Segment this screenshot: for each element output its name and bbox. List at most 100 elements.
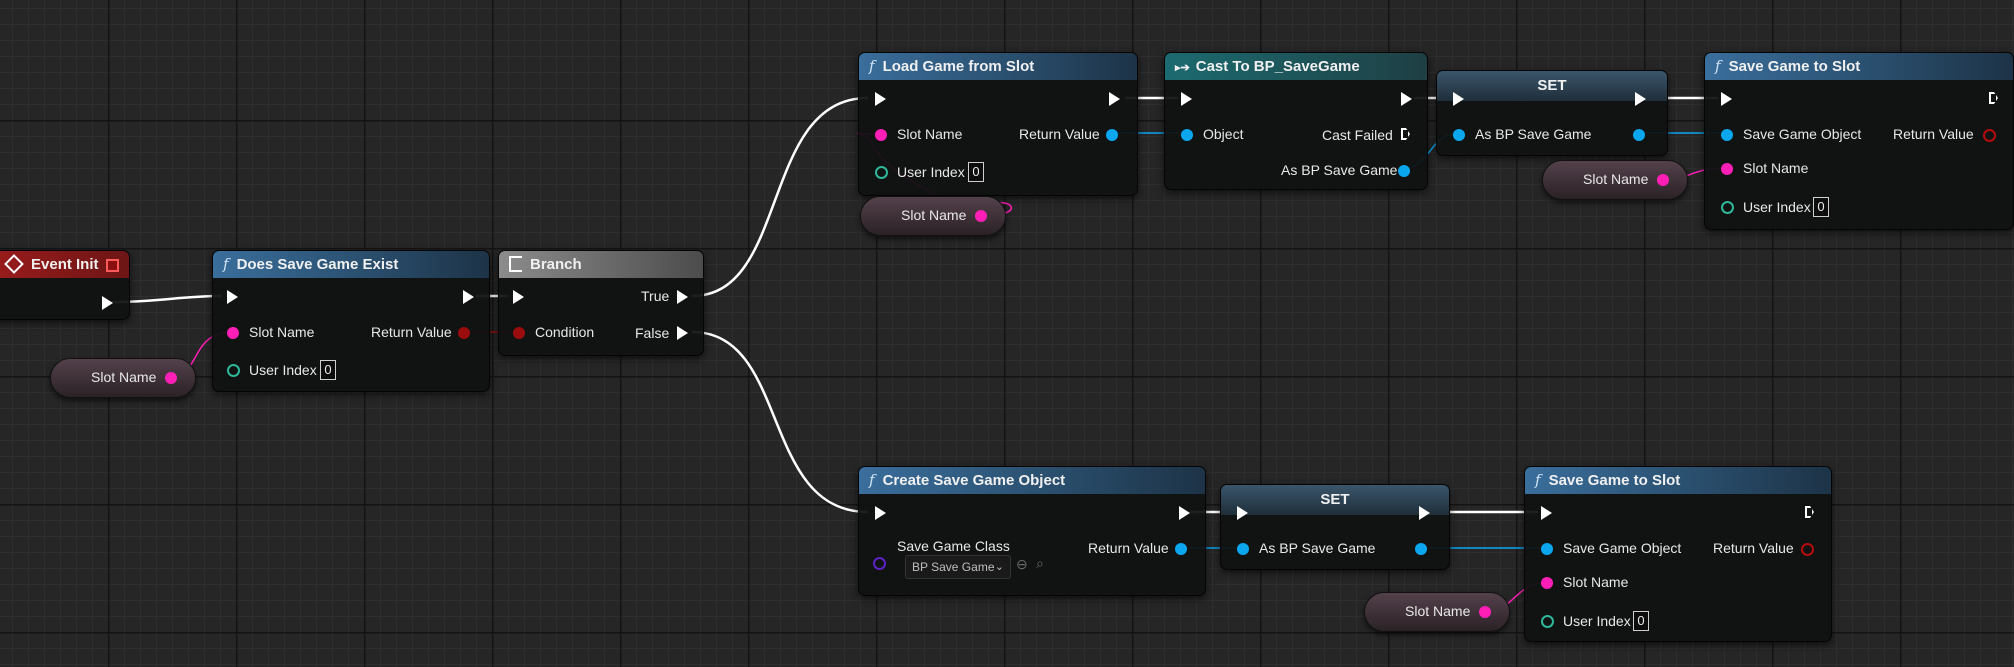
- return-value-pin[interactable]: [1106, 129, 1118, 141]
- function-icon: f: [1535, 471, 1541, 489]
- return-value-pin[interactable]: [1175, 543, 1187, 555]
- branch-icon: [509, 255, 522, 272]
- false-label: False: [635, 325, 670, 341]
- slot-name-variable[interactable]: Slot Name: [860, 196, 1006, 236]
- exec-wire: [691, 330, 869, 514]
- exec-out-pin[interactable]: [102, 296, 113, 310]
- exec-out-pin[interactable]: [1179, 506, 1190, 520]
- exec-out-pin[interactable]: [463, 290, 474, 304]
- user-index-label: User Index: [897, 164, 965, 180]
- node-title: Cast To BP_SaveGame: [1195, 58, 1360, 75]
- return-value-label: Return Value: [1019, 126, 1100, 142]
- user-index-pin[interactable]: [1541, 615, 1554, 628]
- exec-in-pin[interactable]: [1453, 92, 1464, 106]
- save-game-object-pin[interactable]: [1541, 543, 1553, 555]
- user-index-label: User Index: [1743, 199, 1811, 215]
- slot-name-out-pin[interactable]: [165, 372, 177, 384]
- return-value-pin[interactable]: [458, 327, 470, 339]
- false-exec-pin[interactable]: [677, 326, 688, 340]
- user-index-input[interactable]: 0: [320, 360, 336, 380]
- slot-name-out-pin[interactable]: [1479, 606, 1491, 618]
- exec-in-pin[interactable]: [513, 290, 524, 304]
- exec-in-pin[interactable]: [1237, 506, 1248, 520]
- slot-name-in-pin[interactable]: [1721, 163, 1733, 175]
- object-in-pin[interactable]: [1181, 129, 1193, 141]
- as-bp-save-game-out-pin[interactable]: [1633, 129, 1645, 141]
- slot-name-variable[interactable]: Slot Name: [1364, 592, 1510, 632]
- exec-in-pin[interactable]: [875, 92, 886, 106]
- as-bp-save-game-out-pin[interactable]: [1415, 543, 1427, 555]
- user-index-label: User Index: [249, 362, 317, 378]
- true-exec-pin[interactable]: [677, 290, 688, 304]
- exec-out-pin[interactable]: [1989, 92, 1998, 104]
- slot-name-label: Slot Name: [1743, 160, 1809, 176]
- node-title: Create Save Game Object: [882, 472, 1066, 489]
- set-variable-node[interactable]: SET As BP Save Game: [1436, 70, 1668, 156]
- exec-out-pin[interactable]: [1635, 92, 1646, 106]
- branch-node[interactable]: Branch True Condition False: [498, 250, 704, 356]
- save-game-class-dropdown[interactable]: BP Save Game ⌄: [905, 555, 1011, 579]
- event-delegate-icon[interactable]: [106, 259, 119, 272]
- save-game-class-pin[interactable]: [873, 557, 886, 570]
- as-bp-save-game-label: As BP Save Game: [1475, 126, 1592, 142]
- user-index-pin[interactable]: [227, 364, 240, 377]
- chevron-down-icon: ⌄: [994, 561, 1004, 573]
- cast-to-bp-savegame-node[interactable]: ▸➔Cast To BP_SaveGame Object Cast Failed…: [1164, 52, 1428, 190]
- exec-in-pin[interactable]: [1181, 92, 1192, 106]
- browse-icon[interactable]: ⌕: [1036, 555, 1044, 571]
- variable-label: Slot Name: [901, 207, 967, 223]
- slot-name-out-pin[interactable]: [975, 210, 987, 222]
- variable-label: Slot Name: [1405, 603, 1471, 619]
- slot-name-variable[interactable]: Slot Name: [1542, 160, 1688, 200]
- return-value-pin[interactable]: [1983, 129, 1996, 142]
- cast-failed-label: Cast Failed: [1322, 127, 1393, 143]
- user-index-input[interactable]: 0: [1813, 197, 1829, 217]
- function-icon: f: [1715, 57, 1721, 75]
- true-label: True: [641, 288, 670, 304]
- exec-in-pin[interactable]: [875, 506, 886, 520]
- condition-pin[interactable]: [513, 327, 525, 339]
- exec-out-pin[interactable]: [1401, 92, 1412, 106]
- slot-name-in-pin[interactable]: [875, 129, 887, 141]
- exec-in-pin[interactable]: [1721, 92, 1732, 106]
- slot-name-variable[interactable]: Slot Name: [50, 358, 196, 398]
- exec-in-pin[interactable]: [227, 290, 238, 304]
- as-bp-save-game-in-pin[interactable]: [1453, 129, 1465, 141]
- return-value-pin[interactable]: [1801, 543, 1814, 556]
- save-game-header: f Save Game to Slot: [1525, 467, 1831, 494]
- use-selected-icon[interactable]: ⊖: [1016, 556, 1028, 572]
- slot-name-out-pin[interactable]: [1657, 174, 1669, 186]
- exec-out-pin[interactable]: [1109, 92, 1120, 106]
- node-title: Save Game to Slot: [1548, 472, 1681, 489]
- as-bp-save-game-pin[interactable]: [1398, 165, 1410, 177]
- object-label: Object: [1203, 126, 1244, 142]
- exec-out-pin[interactable]: [1805, 506, 1814, 518]
- branch-header: Branch: [499, 251, 703, 278]
- slot-name-in-pin[interactable]: [1541, 577, 1553, 589]
- exec-out-pin[interactable]: [1419, 506, 1430, 520]
- slot-name-label: Slot Name: [1563, 574, 1629, 590]
- return-value-label: Return Value: [1088, 540, 1169, 556]
- user-index-pin[interactable]: [1721, 201, 1734, 214]
- exec-in-pin[interactable]: [1541, 506, 1552, 520]
- save-game-object-pin[interactable]: [1721, 129, 1733, 141]
- user-index-label: User Index: [1563, 613, 1631, 629]
- as-bp-save-game-in-pin[interactable]: [1237, 543, 1249, 555]
- user-index-input[interactable]: 0: [968, 162, 984, 182]
- dropdown-value: BP Save Game: [912, 560, 995, 574]
- user-index-input[interactable]: 0: [1633, 611, 1649, 631]
- user-index-pin[interactable]: [875, 166, 888, 179]
- cast-failed-exec-pin[interactable]: [1401, 128, 1410, 140]
- as-bp-save-game-label: As BP Save Game: [1259, 540, 1376, 556]
- event-init-node[interactable]: Event Init: [0, 250, 130, 320]
- slot-name-in-pin[interactable]: [227, 327, 239, 339]
- set-variable-node[interactable]: SET As BP Save Game: [1220, 484, 1450, 570]
